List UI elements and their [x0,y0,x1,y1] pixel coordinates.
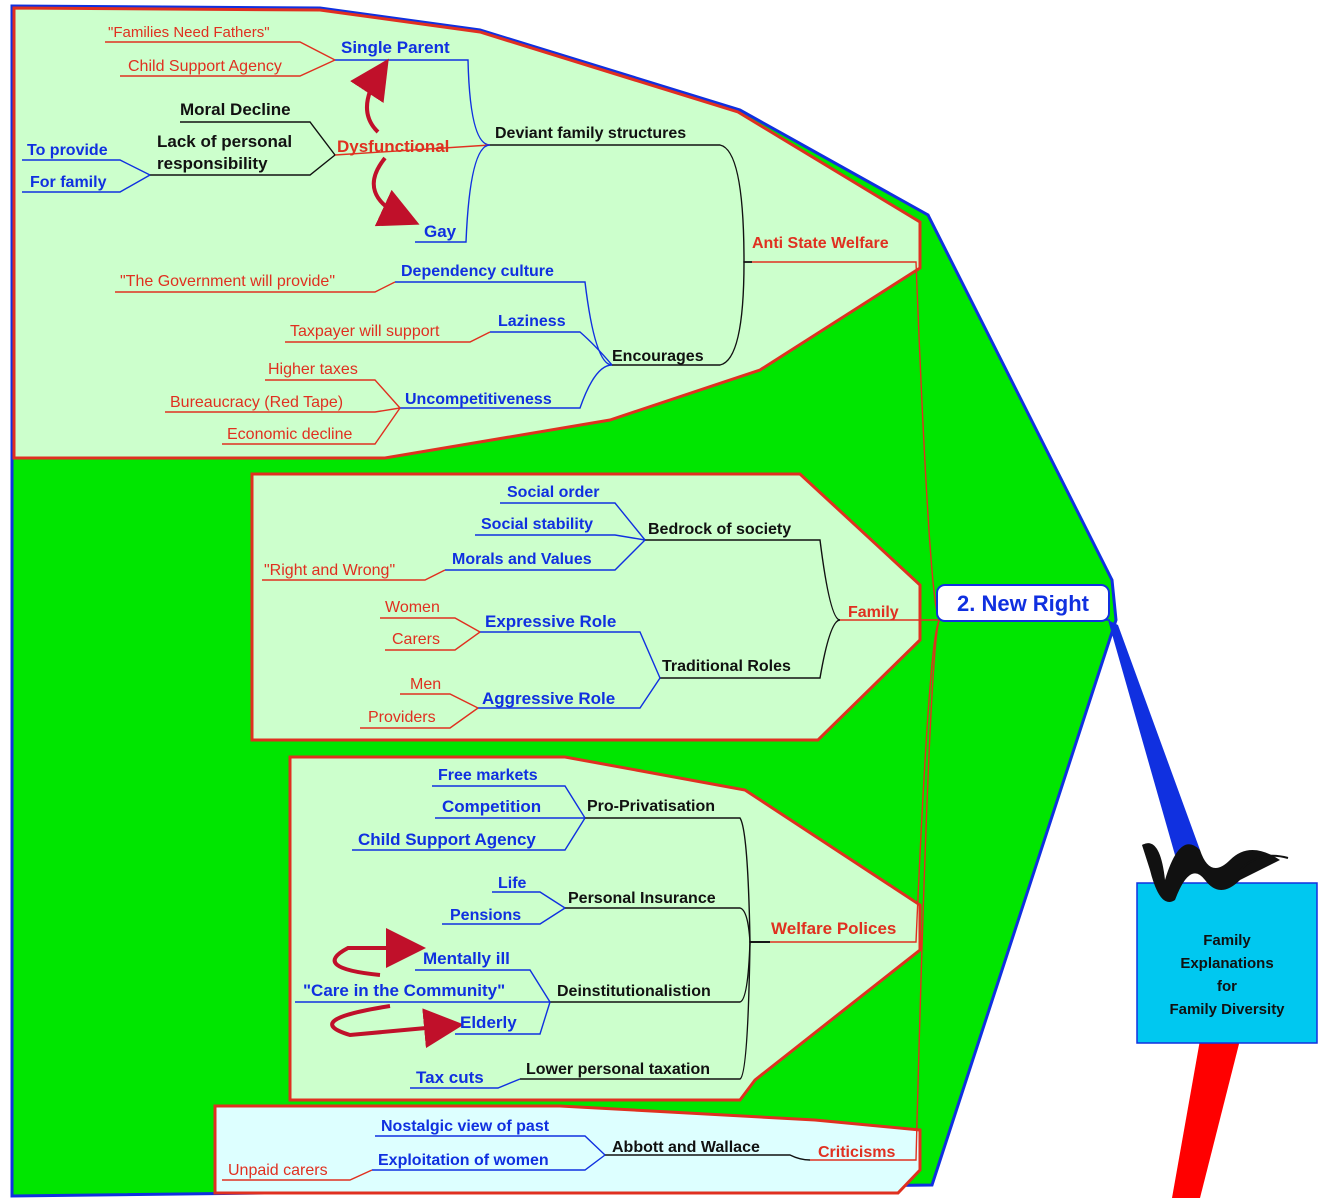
logo-line-2: Explanations [1180,955,1273,972]
unpaid-carers-label[interactable]: Unpaid carers [228,1162,328,1179]
dysfunctional-label[interactable]: Dysfunctional [337,137,449,156]
pro-privatisation-label[interactable]: Pro-Privatisation [587,798,715,815]
free-markets-label[interactable]: Free markets [438,767,538,784]
higher-taxes-label[interactable]: Higher taxes [268,361,358,378]
single-parent-label[interactable]: Single Parent [341,38,450,57]
lack-responsibility-line-2[interactable]: responsibility [157,154,268,173]
mentally-ill-label[interactable]: Mentally ill [423,949,510,968]
central-node-box [936,584,1110,622]
bureaucracy-label[interactable]: Bureaucracy (Red Tape) [170,394,343,411]
providers-label[interactable]: Providers [368,709,436,726]
family-label[interactable]: Family [848,604,899,621]
logo-line-1: Family [1203,932,1251,949]
social-order-label[interactable]: Social order [507,484,599,501]
child-support-agency-label[interactable]: Child Support Agency [128,58,282,75]
central-node-title[interactable]: 2. New Right [957,591,1090,616]
encourages-label[interactable]: Encourages [612,348,704,365]
criticisms-region [213,1104,922,1195]
abbott-and-wallace-label[interactable]: Abbott and Wallace [612,1139,760,1156]
red-ribbon [1172,1040,1240,1198]
relation-arrows [330,58,464,1049]
logo-box [1136,843,1318,1044]
life-label[interactable]: Life [498,875,527,892]
care-in-the-community-label[interactable]: "Care in the Community" [303,981,505,1000]
for-family-label[interactable]: For family [30,174,107,191]
anti-state-welfare-label[interactable]: Anti State Welfare [752,235,889,252]
carers-label[interactable]: Carers [392,631,440,648]
nostalgic-view-label[interactable]: Nostalgic view of past [381,1118,550,1135]
pensions-label[interactable]: Pensions [450,907,521,924]
welfare-polices-label[interactable]: Welfare Polices [771,919,896,938]
economic-decline-label[interactable]: Economic decline [227,426,353,443]
personal-insurance-label[interactable]: Personal Insurance [568,890,716,907]
families-need-fathers-label[interactable]: "Families Need Fathers" [108,24,270,41]
logo-line-3: for [1217,978,1237,995]
brush-logo-icon [1142,843,1280,902]
morals-and-values-label[interactable]: Morals and Values [452,551,592,568]
competition-label[interactable]: Competition [442,797,541,816]
uncompetitiveness-label[interactable]: Uncompetitiveness [405,391,552,408]
lower-personal-taxation-label[interactable]: Lower personal taxation [526,1061,710,1078]
bedrock-of-society-label[interactable]: Bedrock of society [648,521,791,538]
welfare-child-support-agency-label[interactable]: Child Support Agency [358,830,536,849]
logo-line-4: Family Diversity [1169,1001,1285,1018]
to-provide-label[interactable]: To provide [27,142,108,159]
blue-ribbon [1108,620,1200,855]
laziness-label[interactable]: Laziness [498,313,566,330]
taxpayer-will-support-label[interactable]: Taxpayer will support [290,323,440,340]
government-will-provide-label[interactable]: "The Government will provide" [120,273,335,290]
deviant-family-structures-label[interactable]: Deviant family structures [495,125,686,142]
aggressive-role-label[interactable]: Aggressive Role [482,689,615,708]
women-label[interactable]: Women [385,599,440,616]
lack-responsibility-line-1[interactable]: Lack of personal [157,132,292,151]
exploitation-of-women-label[interactable]: Exploitation of women [378,1152,549,1169]
elderly-label[interactable]: Elderly [460,1013,517,1032]
dependency-culture-label[interactable]: Dependency culture [401,263,554,280]
social-stability-label[interactable]: Social stability [481,516,593,533]
deinstitutionalistion-label[interactable]: Deinstitutionalistion [557,983,711,1000]
men-label[interactable]: Men [410,676,441,693]
tax-cuts-label[interactable]: Tax cuts [416,1068,484,1087]
traditional-roles-label[interactable]: Traditional Roles [662,658,791,675]
expressive-role-label[interactable]: Expressive Role [485,612,616,631]
criticisms-label[interactable]: Criticisms [818,1144,895,1161]
gay-label[interactable]: Gay [424,222,457,241]
moral-decline-label[interactable]: Moral Decline [180,100,291,119]
right-and-wrong-label[interactable]: "Right and Wrong" [264,562,395,579]
